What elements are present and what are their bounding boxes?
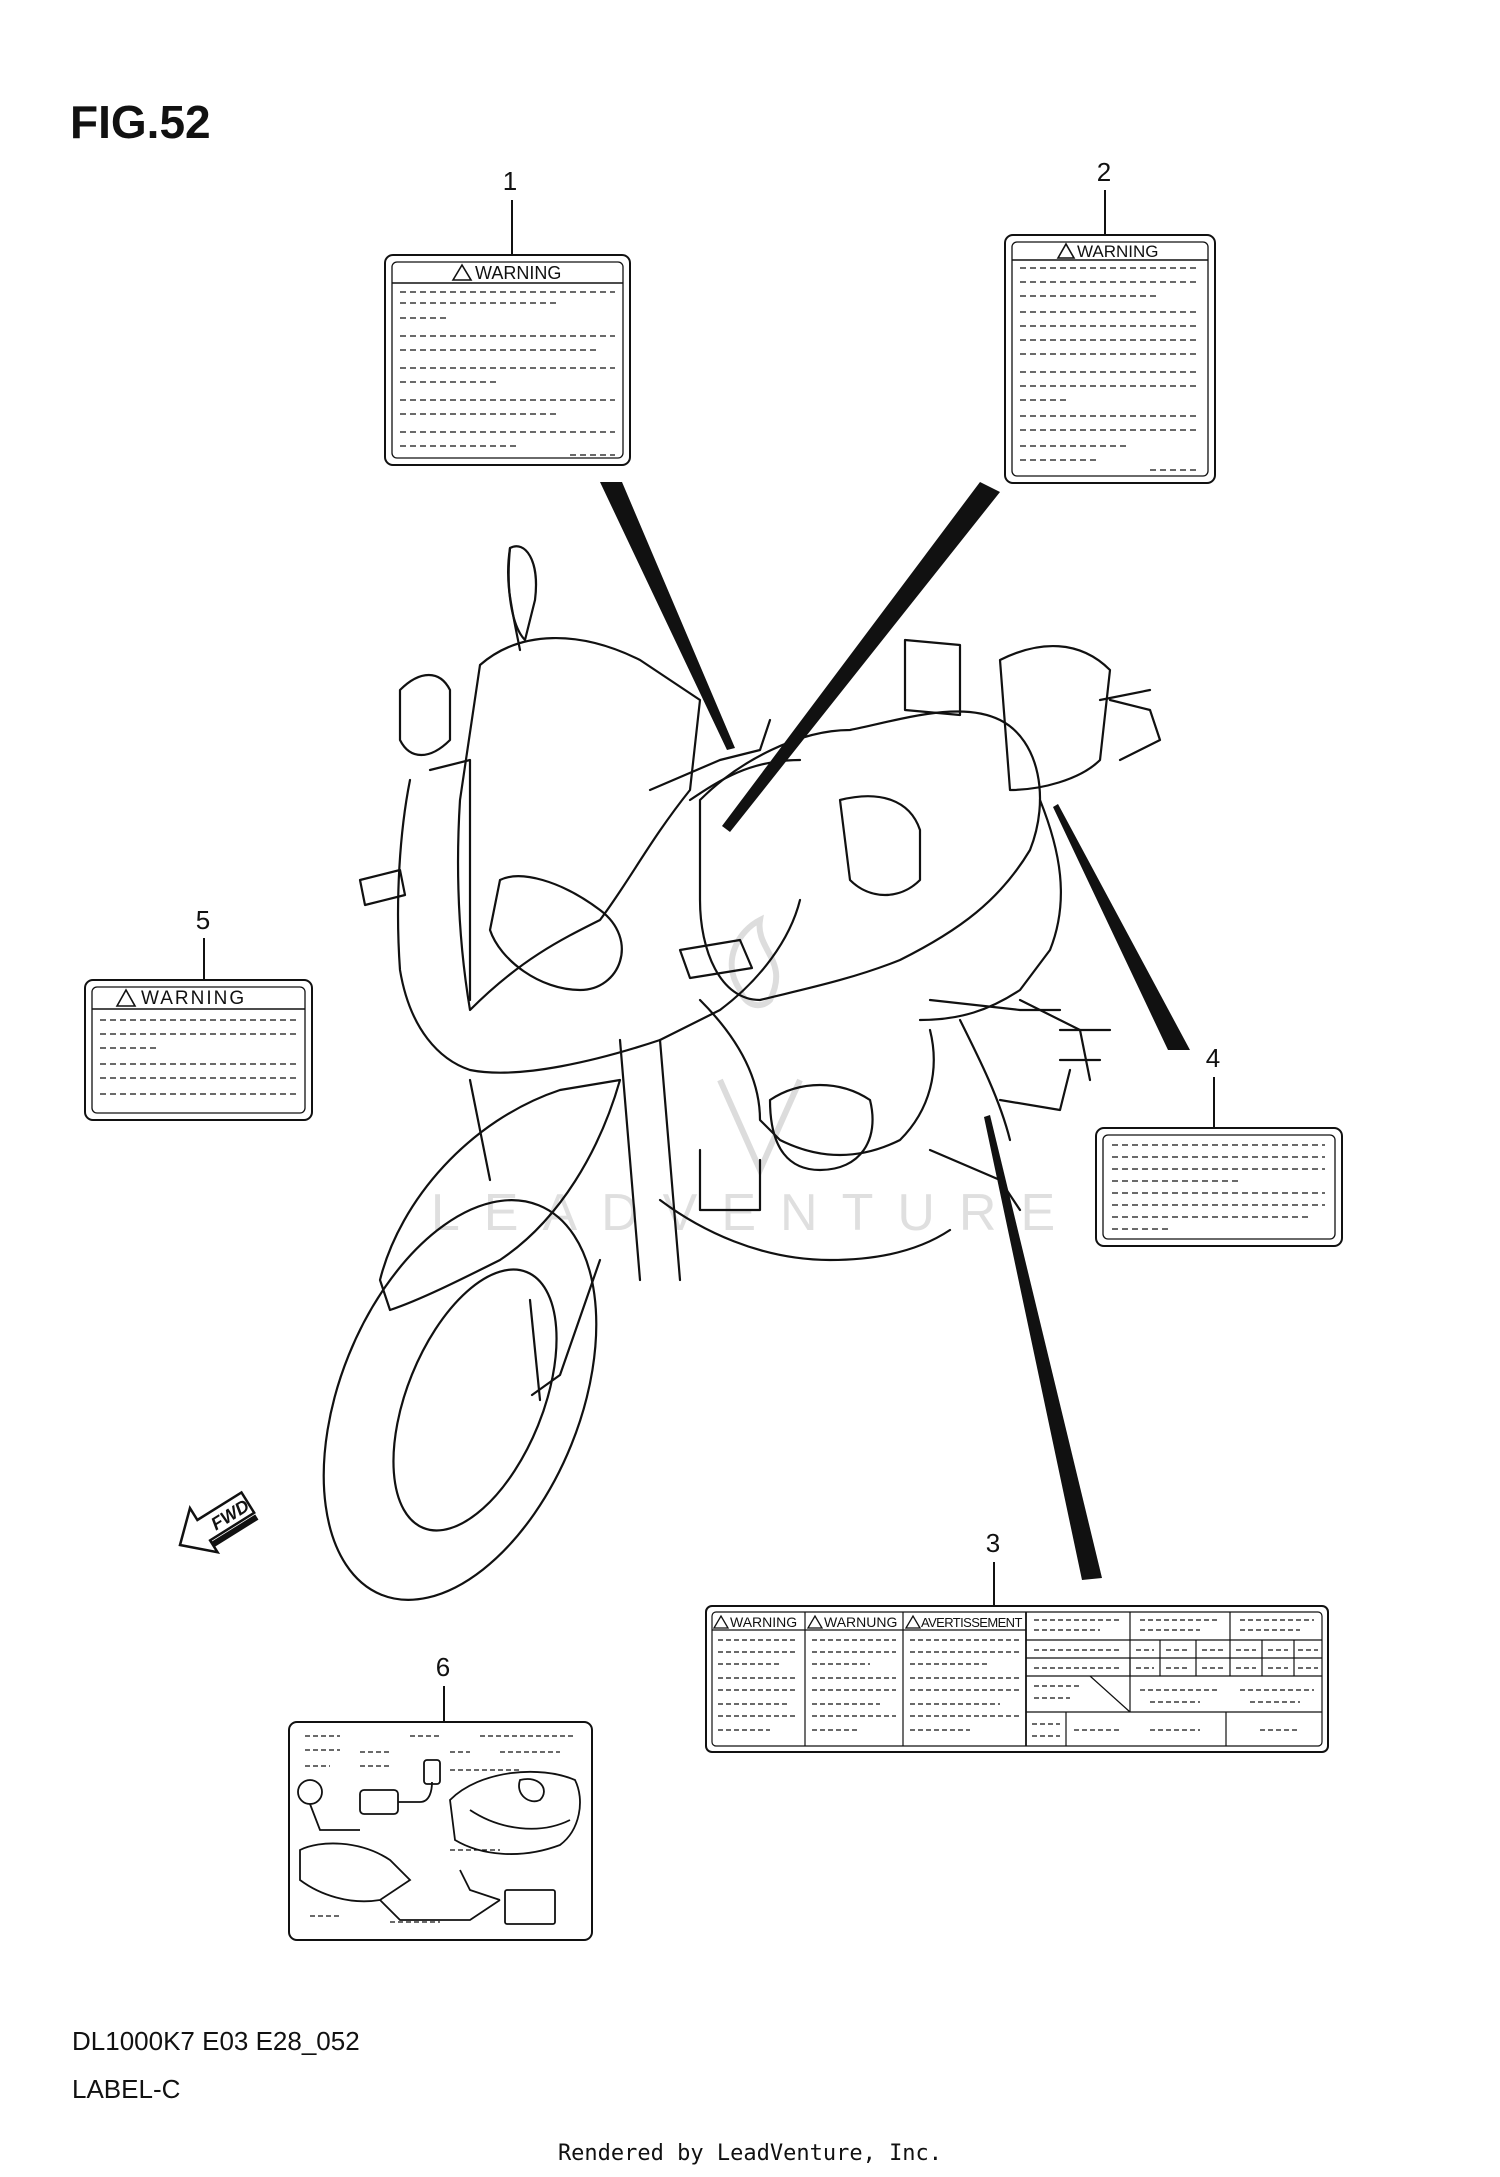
callout-number: 3 <box>986 1528 1000 1558</box>
callout-6: 6 <box>288 1652 593 1941</box>
warning-label-5: WARNING <box>84 979 313 1121</box>
watermark: LEADVENTURE <box>431 914 1079 1242</box>
callout-number: 4 <box>1206 1043 1220 1073</box>
callout-number: 6 <box>436 1652 450 1682</box>
callout-number: 1 <box>503 166 517 196</box>
warning-triangle-icon <box>712 1614 730 1629</box>
figure-code: DL1000K7 E03 E28_052 <box>72 2026 360 2056</box>
warning-triangle-icon <box>451 263 473 281</box>
warning-triangle-icon <box>1056 242 1076 259</box>
figure-subtitle: LABEL-C <box>72 2074 180 2104</box>
label-heading: WARNING <box>141 988 246 1009</box>
figure-title: FIG.52 <box>70 96 211 148</box>
footer-credit: Rendered by LeadVenture, Inc. <box>558 2141 942 2166</box>
warning-triangle-icon <box>904 1614 922 1629</box>
watermark-text: LEADVENTURE <box>431 1184 1079 1242</box>
callout-4: 4 <box>1095 1043 1343 1247</box>
fwd-arrow-icon: FWD <box>178 1490 259 1554</box>
callout-5: 5 WARNING <box>84 905 313 1121</box>
callout-number: 2 <box>1097 157 1111 187</box>
callout-3: 3 WARNING WARNUNG AVERTISSEMENT <box>705 1528 1329 1753</box>
label-heading-de: WARNUNG <box>824 1614 897 1630</box>
warning-triangle-icon <box>115 988 137 1007</box>
label-heading: WARNING <box>1077 242 1159 261</box>
label-4 <box>1095 1127 1343 1247</box>
label-heading: WARNING <box>475 263 561 283</box>
motorcycle-outline <box>322 545 1162 1601</box>
warning-triangle-icon <box>806 1614 824 1629</box>
label-6 <box>288 1721 593 1941</box>
warning-label-2: WARNING <box>1004 234 1216 484</box>
callout-1: 1 WARNING <box>384 166 631 466</box>
label-heading-fr: AVERTISSEMENT <box>921 1615 1022 1630</box>
callout-number: 5 <box>196 905 210 935</box>
warning-label-1: WARNING <box>384 254 631 466</box>
label-heading-en: WARNING <box>730 1614 797 1630</box>
label-3: WARNING WARNUNG AVERTISSEMENT <box>705 1605 1329 1753</box>
callout-2: 2 WARNING <box>1004 157 1216 484</box>
leader-wedges <box>600 482 1190 1580</box>
